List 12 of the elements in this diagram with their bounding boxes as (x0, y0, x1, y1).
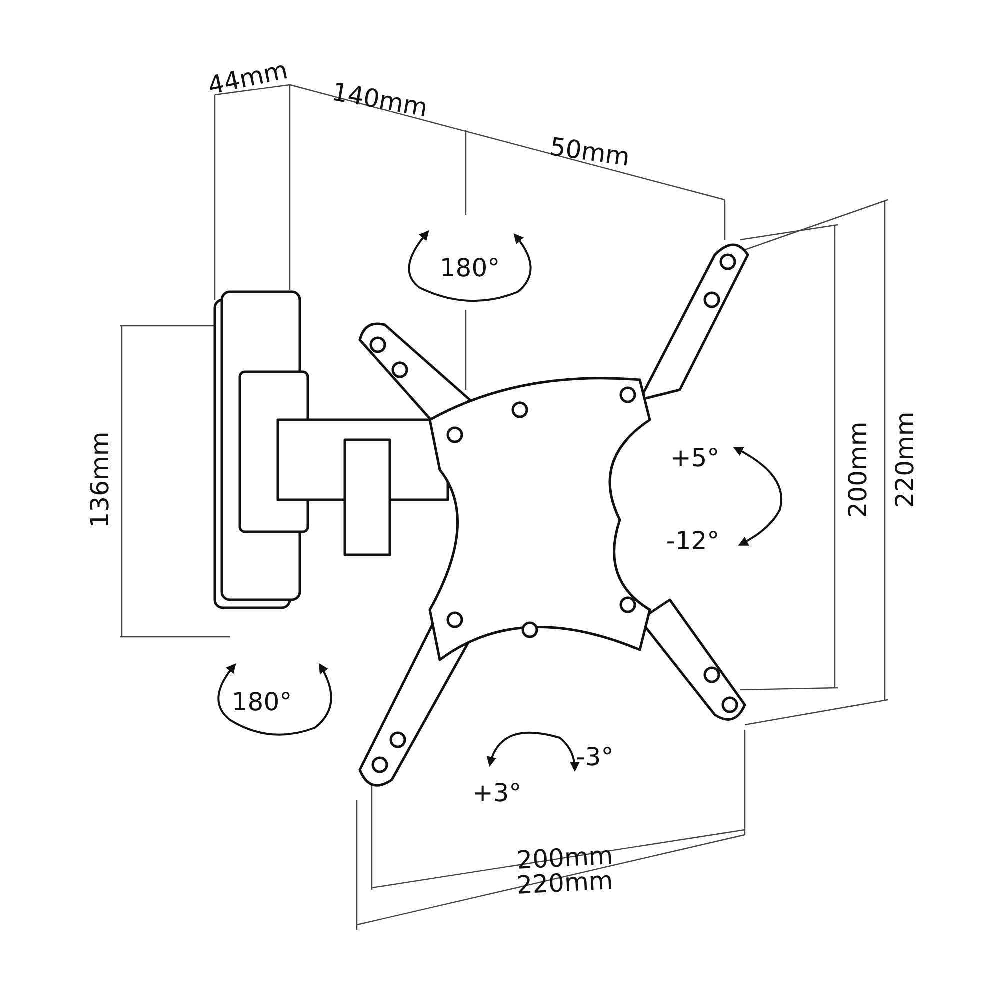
dimension-label: 180° (440, 256, 500, 280)
dimension-label: +3° (472, 780, 522, 806)
dimension-label: 44mm (206, 57, 290, 99)
dimension-label: 200mm (846, 422, 870, 518)
dimension-label: +5° (670, 446, 720, 470)
dimension-label: 140mm (330, 79, 430, 121)
dimension-label: 220mm (892, 412, 918, 508)
dimension-label: -12° (666, 528, 720, 554)
dimension-label: -3° (576, 744, 614, 770)
dimension-label: 180° (232, 690, 292, 714)
dimension-label: 50mm (548, 134, 632, 170)
dimension-label: 136mm (88, 432, 112, 528)
